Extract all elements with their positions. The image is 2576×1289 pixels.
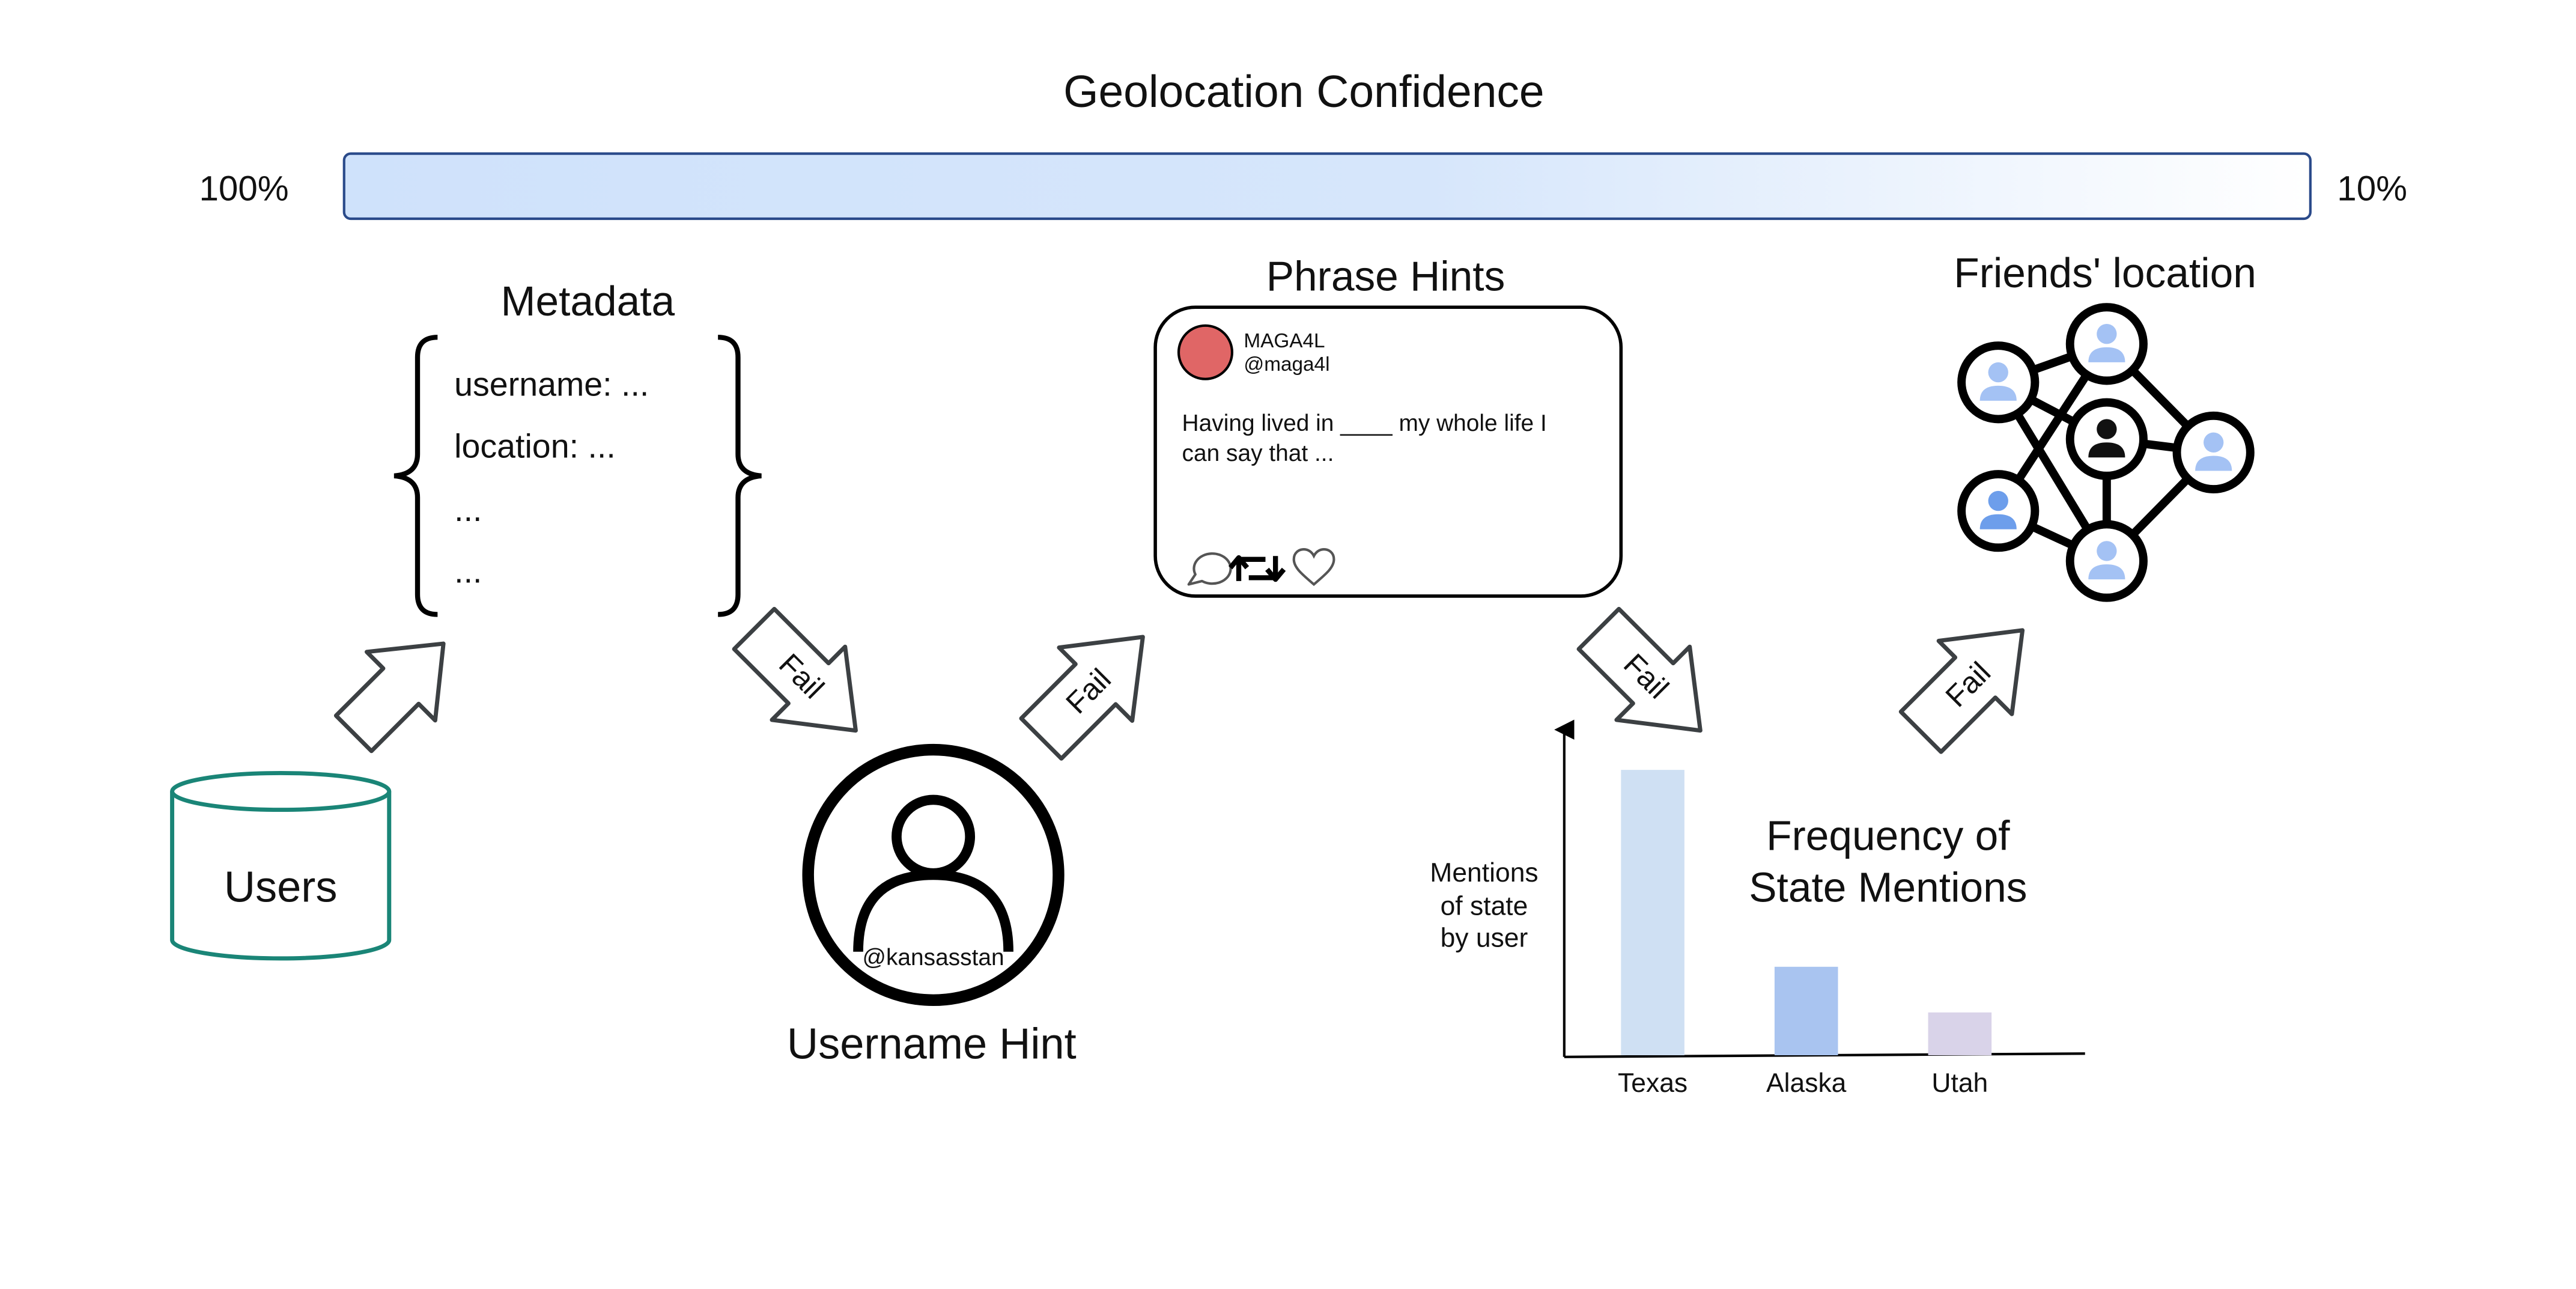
friends-title: Friends' location bbox=[1954, 249, 2256, 296]
arrow-down-icon bbox=[732, 606, 858, 733]
arrow-fail-4: Fail bbox=[1898, 628, 2025, 754]
right-brace-icon bbox=[717, 335, 762, 617]
arrow-fail-2: Fail bbox=[1019, 635, 1145, 761]
tweet-display-name: MAGA4L bbox=[1244, 330, 1325, 352]
friend-person-icon bbox=[2204, 432, 2224, 453]
friend-node-5 bbox=[2065, 520, 2148, 602]
friend-node-2 bbox=[2065, 303, 2148, 385]
arrow-down-icon bbox=[1576, 606, 1703, 733]
chart-tick-labels: Texas Alaska Utah bbox=[1618, 1068, 1988, 1098]
chart-ylabel-line-3: by user bbox=[1441, 923, 1528, 952]
confidence-section: Geolocation Confidence 100% 10% bbox=[199, 66, 2407, 221]
database-top bbox=[170, 770, 392, 812]
friend-person-icon bbox=[2097, 324, 2117, 344]
friend-person-icon bbox=[2097, 541, 2117, 561]
confidence-left-label: 100% bbox=[199, 169, 288, 208]
tweet-text-line-2: can say that ... bbox=[1182, 440, 1334, 466]
bar-texas bbox=[1621, 770, 1684, 1056]
metadata-line-location: location: ... bbox=[454, 427, 616, 465]
state-mentions-chart: Mentions of state by user Frequency of S… bbox=[1430, 719, 2085, 1098]
friend-person-icon bbox=[1988, 490, 2008, 511]
tweet-avatar bbox=[1177, 324, 1234, 380]
chart-ylabel-line-1: Mentions bbox=[1430, 858, 1538, 888]
user-head-icon bbox=[892, 794, 976, 879]
user-person-icon bbox=[2097, 419, 2117, 439]
confidence-bar bbox=[342, 152, 2312, 221]
retweet-icon bbox=[1228, 555, 1286, 582]
tweet-text-line-1: Having lived in ____ my whole life I bbox=[1182, 410, 1547, 436]
users-label: Users bbox=[224, 863, 338, 911]
database-icon bbox=[170, 791, 392, 961]
username-hint-title: Username Hint bbox=[787, 1020, 1077, 1068]
chart-title-line-1: Frequency of bbox=[1766, 812, 2010, 859]
metadata-line-ellipsis-2: ... bbox=[454, 553, 482, 590]
reply-icon bbox=[1187, 552, 1232, 586]
tweet-handle: @maga4l bbox=[1244, 353, 1329, 376]
metadata-line-username: username: ... bbox=[454, 366, 649, 403]
chart-bars bbox=[1621, 770, 1992, 1056]
metadata-title: Metadata bbox=[501, 278, 675, 325]
username-hint-section: @kansasstan Username Hint bbox=[787, 743, 1077, 1068]
tick-label-texas: Texas bbox=[1618, 1068, 1687, 1098]
arrow-users-to-metadata bbox=[333, 641, 446, 754]
user-body-icon bbox=[853, 870, 1013, 952]
metadata-line-ellipsis-1: ... bbox=[454, 491, 482, 528]
friend-node-3 bbox=[2172, 411, 2255, 494]
tick-label-utah: Utah bbox=[1931, 1068, 1988, 1098]
arrow-fail-1: Fail bbox=[732, 606, 858, 733]
username-handle: @kansasstan bbox=[863, 945, 1004, 971]
bar-alaska bbox=[1774, 966, 1838, 1056]
friends-section: Friends' location bbox=[1954, 249, 2256, 602]
bar-utah bbox=[1928, 1012, 1992, 1056]
arrow-up-icon bbox=[1019, 635, 1145, 761]
confidence-title: Geolocation Confidence bbox=[1063, 66, 1545, 117]
tick-label-alaska: Alaska bbox=[1766, 1068, 1847, 1098]
friend-node-1 bbox=[1957, 341, 2040, 424]
friend-node-4 bbox=[1957, 470, 2040, 552]
confidence-right-label: 10% bbox=[2337, 169, 2407, 208]
phrase-hints-section: Phrase Hints MAGA4L @maga4l Having lived… bbox=[1153, 252, 1623, 598]
chart-title-line-2: State Mentions bbox=[1749, 864, 2027, 910]
arrow-up-icon bbox=[1898, 628, 2025, 754]
arrow-fail-3: Fail bbox=[1576, 606, 1703, 733]
arrow-up-icon bbox=[333, 641, 446, 754]
heart-icon bbox=[1292, 548, 1335, 587]
left-brace-icon bbox=[393, 335, 438, 617]
chart-ylabel-line-2: of state bbox=[1441, 892, 1528, 921]
phrase-hints-title: Phrase Hints bbox=[1266, 252, 1505, 299]
tweet-card bbox=[1153, 305, 1623, 598]
friend-node-center bbox=[2065, 398, 2148, 480]
users-database: Users bbox=[170, 770, 392, 961]
metadata-section: Metadata username: ... location: ... ...… bbox=[393, 278, 762, 617]
friend-person-icon bbox=[1988, 362, 2008, 383]
